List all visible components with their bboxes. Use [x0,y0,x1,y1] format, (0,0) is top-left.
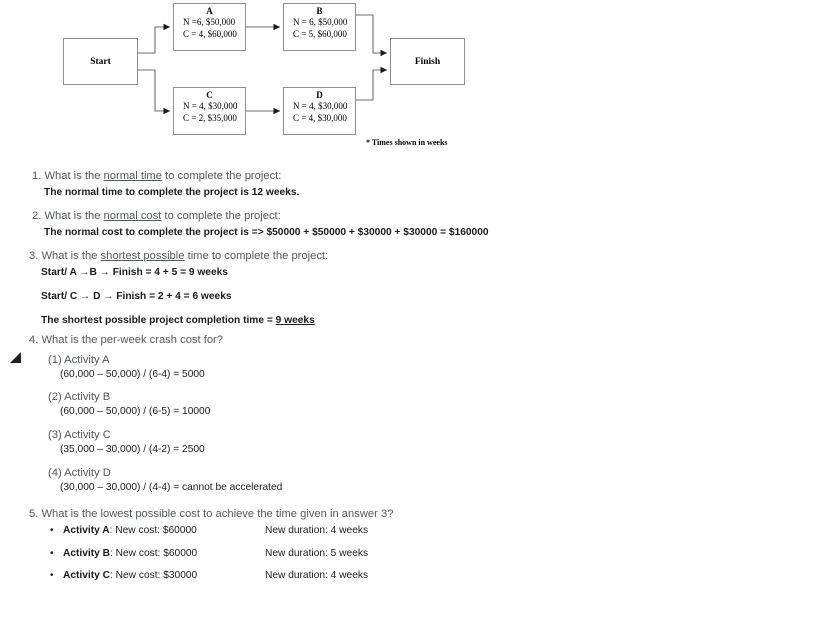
node-b-title: B [316,6,323,16]
node-start: Start [63,38,138,85]
node-d-crash: C = 4, $30,000 [293,112,347,123]
answer-5-row-1: Activity A: New cost: $60000 [63,525,197,536]
node-c-title: C [206,90,213,100]
question-4-item-4-calc: (30,000 – 30,000) / (4-4) = cannot be ac… [60,482,283,493]
answer-5-row-3-cost: : New cost: $30000 [110,570,198,581]
node-a-crash: C = 4, $60,000 [183,28,237,39]
question-1-pre: What is the [44,170,104,182]
question-3-number: 3. [29,250,39,262]
question-5: 5. What is the lowest possible cost to a… [29,508,393,520]
question-3-post: time to complete the project: [184,250,329,262]
answer-5-row-3-activity: Activity C [63,570,110,581]
answer-5-row-2-activity: Activity B [63,548,110,559]
bullet-icon: • [50,525,54,536]
revision-triangle-icon [10,352,21,363]
node-a-title: A [206,6,213,16]
answer-5-row-1-cost: : New cost: $60000 [109,525,197,536]
question-4-number: 4. [29,334,39,346]
node-c-normal: N = 4, $30,000 [183,101,238,111]
answer-3-path-1: Start/ A →B → Finish = 4 + 5 = 9 weeks [41,267,228,278]
answer-5-row-3-duration: New duration: 4 weeks [265,570,369,581]
node-start-label: Start [90,56,111,67]
question-4-item-1-label: (1) Activity A [48,354,110,366]
answer-5-row-3: Activity C: New cost: $30000 [63,570,197,581]
question-4-item-1-calc: (60,000 – 50,000) / (6-4) = 5000 [60,369,205,380]
answer-3-result-value: 9 weeks [275,315,315,326]
answer-2: The normal cost to complete the project … [44,227,489,238]
question-1: 1. What is the normal time to complete t… [32,170,281,182]
answer-5-row-2-duration: New duration: 5 weeks [265,548,369,559]
node-activity-d: D N = 4, $30,000 C = 4, $30,000 [283,87,356,135]
question-5-text: What is the lowest possible cost to achi… [41,508,394,520]
question-5-number: 5. [29,508,39,520]
answer-3-result-pre: The shortest possible project completion… [41,315,276,326]
question-3: 3. What is the shortest possible time to… [29,250,328,262]
question-4-item-3-calc: (35,000 – 30,000) / (4-2) = 2500 [60,444,205,455]
question-4-item-2-label: (2) Activity B [48,391,111,403]
node-finish: Finish [390,38,465,85]
edge-start-a [138,23,170,54]
diagram-footnote: * Times shown in weeks [366,138,448,147]
question-4-item-3-label: (3) Activity C [48,429,111,441]
node-c-crash: C = 2, $35,000 [183,112,237,123]
edge-b-finish [356,14,387,57]
question-3-emphasis: shortest possible [100,250,185,262]
node-d-normal: N = 4, $30,000 [293,101,348,111]
project-network-diagram: Start Finish A N =6, $50,000 C = 4, $60,… [0,0,831,160]
node-activity-c: C N = 4, $30,000 C = 2, $35,000 [173,87,246,135]
node-finish-label: Finish [414,56,441,67]
answer-5-row-2-cost: : New cost: $60000 [110,548,198,559]
question-4-text: What is the per-week crash cost for? [41,334,224,346]
diagram-connectors [138,14,387,115]
answer-3-path-2: Start/ C → D → Finish = 2 + 4 = 6 weeks [41,291,232,302]
node-activity-a: A N =6, $50,000 C = 4, $60,000 [173,3,246,51]
bullet-icon: • [50,570,54,581]
bullet-icon: • [50,548,54,559]
question-1-number: 1. [32,170,42,182]
question-2: 2. What is the normal cost to complete t… [32,210,281,222]
edge-start-c [138,69,170,115]
node-activity-b: B N = 6, $50,000 C = 5, $60,000 [283,3,356,51]
question-1-emphasis: normal time [103,170,162,182]
question-3-pre: What is the [41,250,101,262]
question-4: 4. What is the per-week crash cost for? [29,334,223,346]
answer-5-row-1-activity: Activity A [63,525,110,536]
node-b-crash: C = 5, $60,000 [293,28,347,39]
question-2-emphasis: normal cost [103,210,162,222]
node-b-normal: N = 6, $50,000 [293,17,348,27]
node-d-title: D [316,90,323,100]
question-2-pre: What is the [44,210,104,222]
question-4-item-2-calc: (60,000 – 50,000) / (6-5) = 10000 [60,406,211,417]
question-2-number: 2. [32,210,42,222]
question-1-post: to complete the project: [161,170,282,182]
node-a-normal: N =6, $50,000 [183,17,236,27]
edge-d-finish [356,66,387,101]
question-4-item-4-label: (4) Activity D [48,467,111,479]
answer-5-row-2: Activity B: New cost: $60000 [63,548,197,559]
answer-3-result: The shortest possible project completion… [41,315,315,326]
question-2-post: to complete the project: [161,210,281,222]
answer-5-row-1-duration: New duration: 4 weeks [265,525,369,536]
answer-1: The normal time to complete the project … [44,187,300,198]
